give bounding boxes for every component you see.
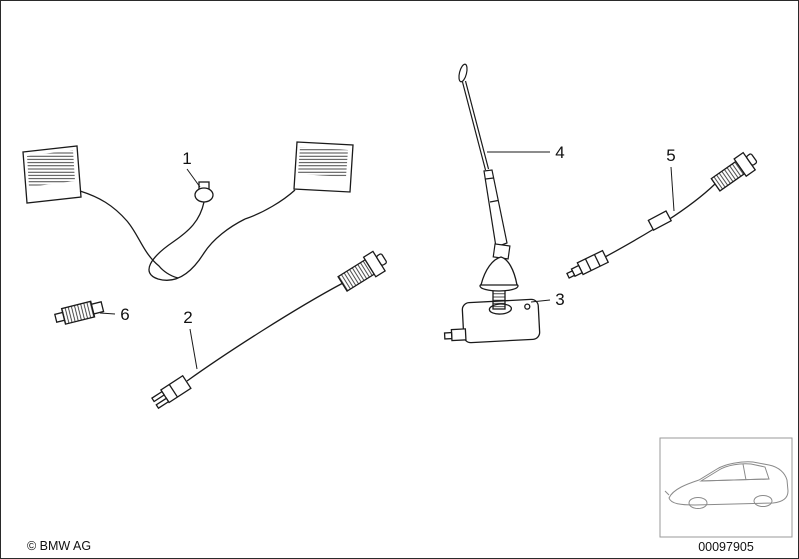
callout-5-line: [670, 166, 675, 212]
part-antenna-cable-front: [151, 250, 387, 410]
cable-2-small-plug: [160, 374, 192, 404]
diagram-number: 00097905: [698, 540, 754, 554]
part-film-antenna-set: [22, 141, 354, 281]
film-antenna-right-hatch: [298, 147, 348, 177]
callouts: 1 2 3 4 5 6: [99, 143, 676, 370]
vehicle-thumbnail-box: [659, 437, 793, 538]
mast-tip: [458, 63, 468, 83]
antenna-wire-left: [79, 190, 179, 279]
callout-4-label[interactable]: 4: [555, 143, 564, 162]
part-antenna-cable-rear: [566, 151, 758, 279]
cable-5-ferrite: [647, 210, 673, 231]
callout-5-label[interactable]: 5: [666, 146, 675, 165]
part-adapter: [54, 300, 105, 325]
amplifier-connector-stub: [450, 328, 467, 342]
callout-6-line: [99, 312, 116, 315]
callout-2-line: [189, 328, 198, 370]
part-antenna-mast: [458, 63, 511, 260]
antenna-wire-connector: [194, 187, 214, 203]
callout-2: 2: [183, 308, 198, 370]
base-dome: [480, 256, 518, 286]
film-antenna-left-hatch: [27, 150, 75, 187]
cable-2-line: [186, 282, 344, 382]
adapter-body: [60, 300, 96, 325]
callout-6: 6: [99, 305, 130, 324]
antenna-wire-loop: [148, 201, 246, 281]
base-threaded-stud: [492, 288, 506, 310]
callout-1-label[interactable]: 1: [182, 149, 191, 168]
callout-3: 3: [530, 290, 565, 309]
vehicle-thumbnail: 00097905: [659, 437, 793, 554]
callout-5: 5: [666, 146, 676, 212]
callout-1: 1: [182, 149, 201, 188]
car-icon: [664, 461, 789, 509]
callout-6-label[interactable]: 6: [120, 305, 129, 324]
part-antenna-base: [443, 256, 541, 344]
callout-4: 4: [487, 143, 565, 162]
callout-3-label[interactable]: 3: [555, 290, 564, 309]
callout-1-line: [186, 168, 201, 188]
copyright-text: © BMW AG: [27, 539, 91, 553]
callout-3-line: [530, 299, 551, 303]
antenna-wire-right: [244, 189, 296, 220]
callout-2-label[interactable]: 2: [183, 308, 192, 327]
mast-cone: [483, 169, 508, 248]
